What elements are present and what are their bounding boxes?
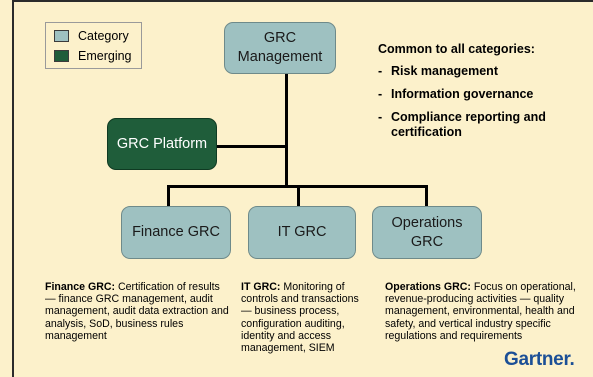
node-grc-management-line1: GRC [263,30,297,46]
frame-top-line [12,0,593,2]
legend-row-category: Category [54,28,129,44]
description-operations: Operations GRC: Focus on operational, re… [385,281,585,342]
legend-row-emerging: Emerging [54,48,132,64]
node-grc-platform: GRC Platform [107,118,217,170]
connector-it [297,185,300,208]
common-item: - Information governance [378,87,583,102]
node-finance-grc: Finance GRC [121,206,231,259]
description-operations-title: Operations GRC: [385,281,471,293]
common-item-dash: - [378,110,383,124]
description-it: IT GRC: Monitoring of controls and trans… [241,281,367,354]
common-item-text: Compliance reporting and certification [391,110,546,139]
common-item: - Compliance reporting and certification [378,110,583,140]
node-finance-grc-label: Finance GRC [132,224,220,240]
common-item-dash: - [378,64,383,78]
description-finance-text: Certification of results — finance GRC m… [45,281,229,342]
common-item-text: Risk management [391,64,498,78]
legend-swatch-emerging [54,50,69,62]
legend-label-emerging: Emerging [78,49,132,63]
node-operations-grc-line1: Operations [391,214,463,231]
node-operations-grc-line2: GRC [410,233,444,250]
gartner-logo-text: Gartner [504,349,570,370]
connector-platform [216,145,286,148]
node-grc-management: GRC Management [224,22,336,74]
common-item-dash: - [378,87,383,101]
description-it-title: IT GRC: [241,281,281,293]
node-grc-platform-label: GRC Platform [116,135,208,152]
legend-label-category: Category [78,29,129,43]
legend: Category Emerging [45,22,142,69]
description-finance: Finance GRC: Certification of results — … [45,281,233,342]
legend-swatch-category [54,30,69,42]
description-operations-text: Focus on operational, revenue-producing … [385,281,576,342]
node-operations-grc: Operations GRC [372,206,482,259]
connector-operations [425,185,428,208]
node-grc-management-line2: Management [237,49,323,65]
common-item-text: Information governance [391,87,534,101]
connector-finance [167,185,170,208]
common-list: Common to all categories: - Risk managem… [378,42,583,148]
common-item: - Risk management [378,64,583,79]
connector-trunk [285,73,288,188]
gartner-logo: Gartner. [504,349,575,371]
common-heading: Common to all categories: [378,42,535,56]
node-it-grc-label: IT GRC [277,224,327,240]
node-it-grc: IT GRC [248,206,356,259]
description-finance-title: Finance GRC: [45,281,116,293]
frame-left-line [12,0,14,377]
gartner-logo-dot: . [569,349,575,370]
description-it-text: Monitoring of controls and transactions … [241,281,359,355]
